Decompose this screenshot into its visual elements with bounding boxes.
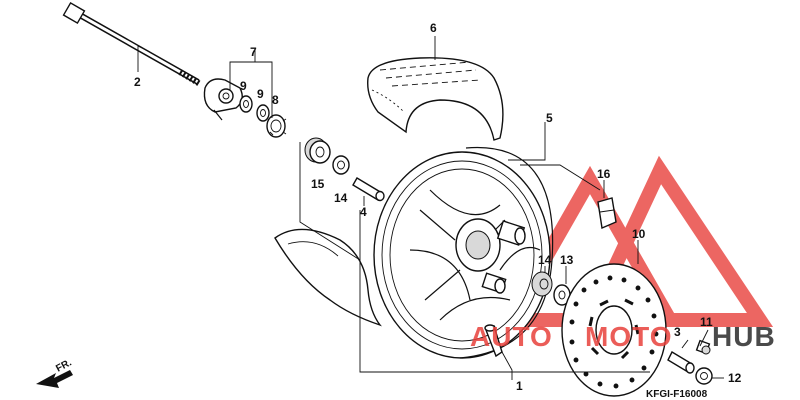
label-16: 16 bbox=[597, 167, 611, 181]
brake-disc-10 bbox=[561, 263, 667, 397]
front-wheel-5 bbox=[373, 146, 554, 359]
watermark-triangle-right bbox=[579, 155, 774, 327]
label-10: 10 bbox=[632, 227, 646, 241]
axle-nut-12 bbox=[695, 367, 713, 385]
distance-collar-4 bbox=[352, 177, 385, 202]
watermark-brand-mid: MOTO bbox=[585, 321, 672, 352]
label-14-right: 14 bbox=[538, 253, 552, 267]
label-6: 6 bbox=[430, 21, 437, 35]
diagram-code: KFGI-F16008 bbox=[646, 389, 708, 400]
callout-bracket-7 bbox=[229, 50, 273, 118]
bearing-15 bbox=[304, 137, 331, 164]
front-direction-arrow bbox=[36, 370, 73, 388]
label-9-left: 9 bbox=[240, 79, 247, 93]
drive-gear-8 bbox=[266, 114, 287, 138]
front-fender bbox=[274, 228, 382, 327]
label-4: 4 bbox=[360, 205, 367, 219]
side-collar-3 bbox=[667, 351, 695, 374]
washer-9b bbox=[256, 104, 270, 122]
label-3: 3 bbox=[674, 325, 681, 339]
leader-lines bbox=[137, 36, 724, 380]
clip-16 bbox=[597, 197, 617, 229]
watermark-brand-right: HUB bbox=[712, 321, 776, 352]
label-12: 12 bbox=[728, 371, 742, 385]
label-13: 13 bbox=[560, 253, 574, 267]
bolt-11 bbox=[695, 339, 711, 355]
label-14-left: 14 bbox=[334, 191, 348, 205]
label-5: 5 bbox=[546, 111, 553, 125]
washer-9a bbox=[239, 95, 253, 113]
label-9-right: 9 bbox=[257, 87, 264, 101]
label-1: 1 bbox=[516, 379, 523, 393]
bearing-14 bbox=[332, 155, 350, 175]
axle-shaft bbox=[62, 1, 202, 87]
label-15: 15 bbox=[311, 177, 325, 191]
bearing-14-right bbox=[531, 271, 553, 297]
speedometer-gearbox bbox=[203, 78, 243, 121]
watermark-brand-left: AUTO bbox=[470, 321, 553, 352]
label-11: 11 bbox=[700, 315, 713, 329]
label-7: 7 bbox=[250, 45, 257, 59]
label-2: 2 bbox=[134, 75, 141, 89]
watermark-text: AUTO MOTO HUB bbox=[470, 321, 776, 352]
label-8: 8 bbox=[272, 93, 279, 107]
tire-6 bbox=[367, 57, 504, 141]
